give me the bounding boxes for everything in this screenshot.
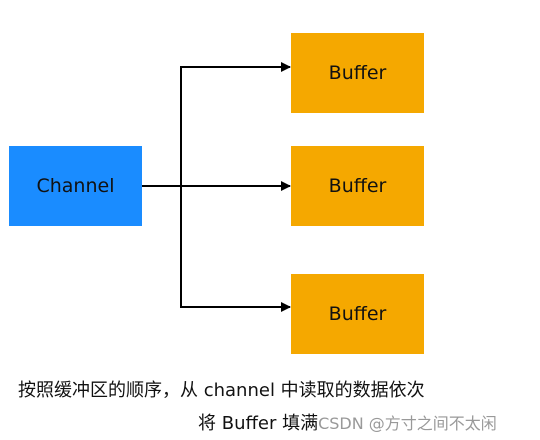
buffer-box-2: Buffer [291, 146, 424, 226]
caption-line-2: 将 Buffer 填满CSDN @方寸之间不太闲 [198, 409, 540, 435]
buffer-box-1: Buffer [291, 33, 424, 113]
caption-line-1: 按照缓冲区的顺序，从 channel 中读取的数据依次 [18, 380, 425, 401]
watermark: CSDN @方寸之间不太闲 [318, 414, 497, 433]
buffer-box-3: Buffer [291, 274, 424, 354]
channel-box: Channel [9, 146, 142, 226]
caption-line-2-text: 将 Buffer 填满 [198, 413, 319, 434]
